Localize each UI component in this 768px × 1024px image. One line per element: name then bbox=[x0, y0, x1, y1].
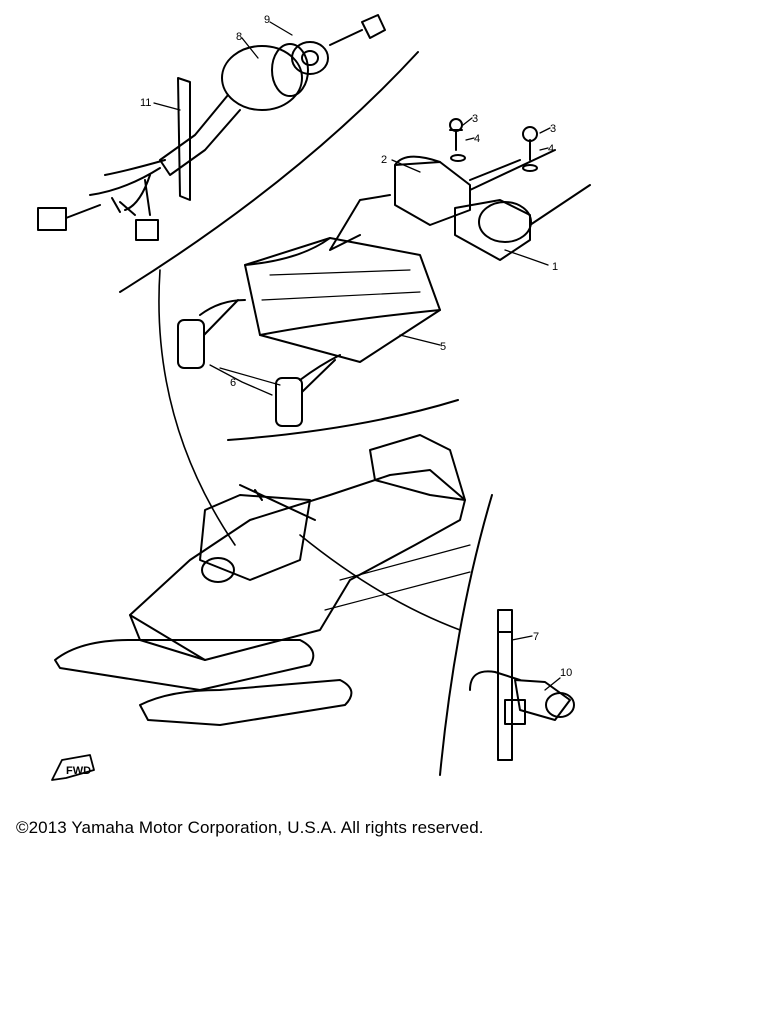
leader-wire-right bbox=[299, 534, 461, 631]
callout-3-upper: 3 bbox=[472, 113, 478, 125]
callout-7: 7 bbox=[533, 631, 539, 643]
callout-6: 6 bbox=[230, 377, 236, 389]
divider-line-middle bbox=[227, 399, 459, 441]
forward-direction-arrow: FWD bbox=[51, 754, 95, 781]
callout-11: 11 bbox=[140, 97, 151, 109]
callout-2: 2 bbox=[381, 154, 387, 166]
cdi-unit-and-plug-caps bbox=[177, 194, 441, 427]
callout-4-lower: 4 bbox=[548, 143, 554, 155]
parts-diagram: FWD 1 2 3 4 3 4 5 6 7 8 9 10 11 bbox=[37, 14, 591, 781]
snowmobile-outline bbox=[54, 434, 471, 726]
ignition-coil-assembly bbox=[394, 118, 591, 261]
callout-5: 5 bbox=[440, 341, 446, 353]
callout-8: 8 bbox=[236, 31, 242, 43]
copyright-notice: ©2013 Yamaha Motor Corporation, U.S.A. A… bbox=[16, 818, 484, 837]
divider-line-top bbox=[119, 51, 419, 293]
leader-wire-left bbox=[158, 269, 236, 546]
callout-3-lower: 3 bbox=[550, 123, 556, 135]
fwd-label: FWD bbox=[66, 765, 91, 777]
stop-switch-assembly bbox=[469, 609, 575, 761]
callout-10: 10 bbox=[560, 667, 572, 679]
divider-line-right bbox=[439, 494, 493, 776]
callout-1: 1 bbox=[552, 261, 558, 273]
callout-9: 9 bbox=[264, 14, 270, 26]
callout-leaders bbox=[153, 21, 561, 691]
main-switch-assembly bbox=[37, 14, 386, 241]
callout-4-upper: 4 bbox=[474, 133, 480, 145]
